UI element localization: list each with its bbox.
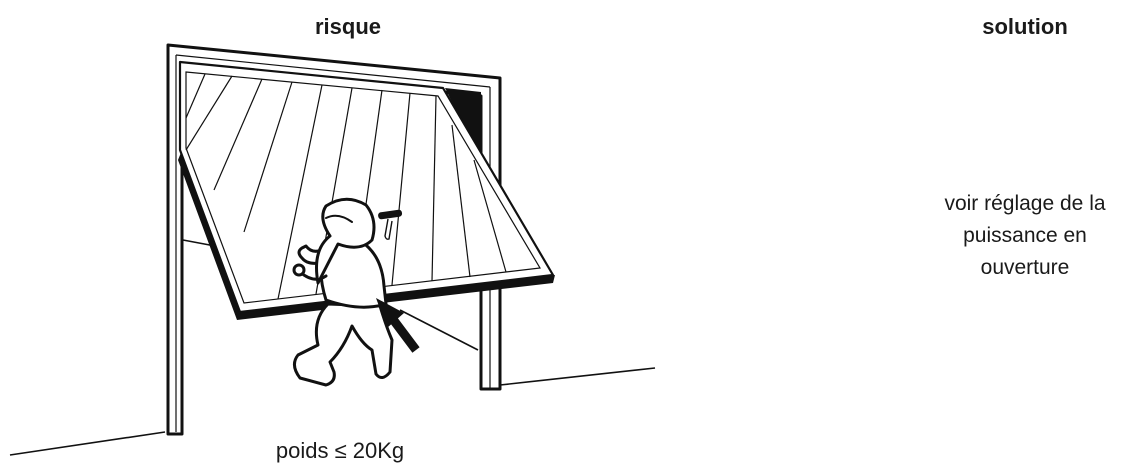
risk-heading: risque <box>314 14 382 39</box>
solution-line: puissance en <box>963 224 1087 247</box>
solution-heading: solution <box>982 14 1068 39</box>
floor-lines <box>9 239 656 456</box>
garage-door-risk-illustration <box>9 43 656 456</box>
garage-door-panel <box>178 60 555 320</box>
child-figure <box>292 197 394 387</box>
solution-line: ouverture <box>980 256 1070 279</box>
impact-arrow-icon <box>376 298 420 353</box>
solution-line: voir réglage de la <box>944 192 1106 215</box>
weight-caption: poids ≤ 20Kg <box>275 438 405 463</box>
solution-text: voir réglage de la puissance en ouvertur… <box>920 188 1130 284</box>
door-handle <box>378 209 403 240</box>
